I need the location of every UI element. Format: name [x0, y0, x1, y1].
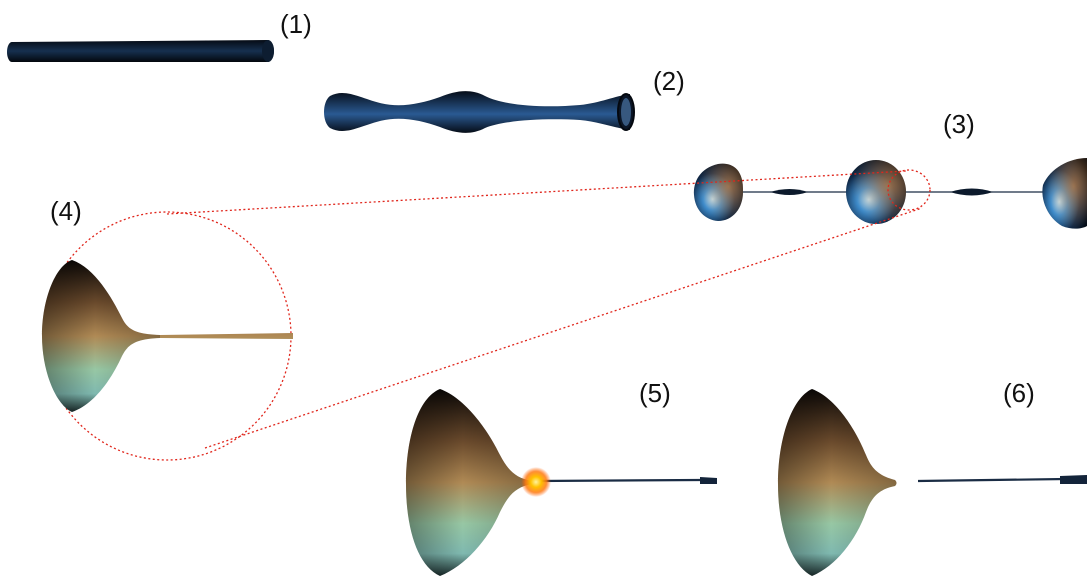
label-stage-2: (2): [653, 66, 685, 96]
zoom-guide-lower: [204, 207, 923, 449]
zoom-guide-upper: [166, 170, 907, 215]
stage-2-perturbed-jet: [324, 91, 635, 133]
stage-1-liquid-jet: [7, 40, 274, 62]
stage-4-magnified-neck: [42, 260, 293, 412]
zoom-source-circle: [887, 169, 931, 211]
stage-6-after-breakup: [778, 389, 1087, 576]
stage-5-pinch-off: [406, 389, 717, 576]
label-stage-6: (6): [1003, 378, 1035, 408]
label-stage-4: (4): [50, 196, 82, 226]
label-stage-1: (1): [280, 9, 312, 39]
stage-3-droplet-breakup: [693, 158, 1087, 229]
pinch-glow: [521, 467, 551, 497]
label-stage-5: (5): [639, 378, 671, 408]
label-stage-3: (3): [943, 109, 975, 139]
